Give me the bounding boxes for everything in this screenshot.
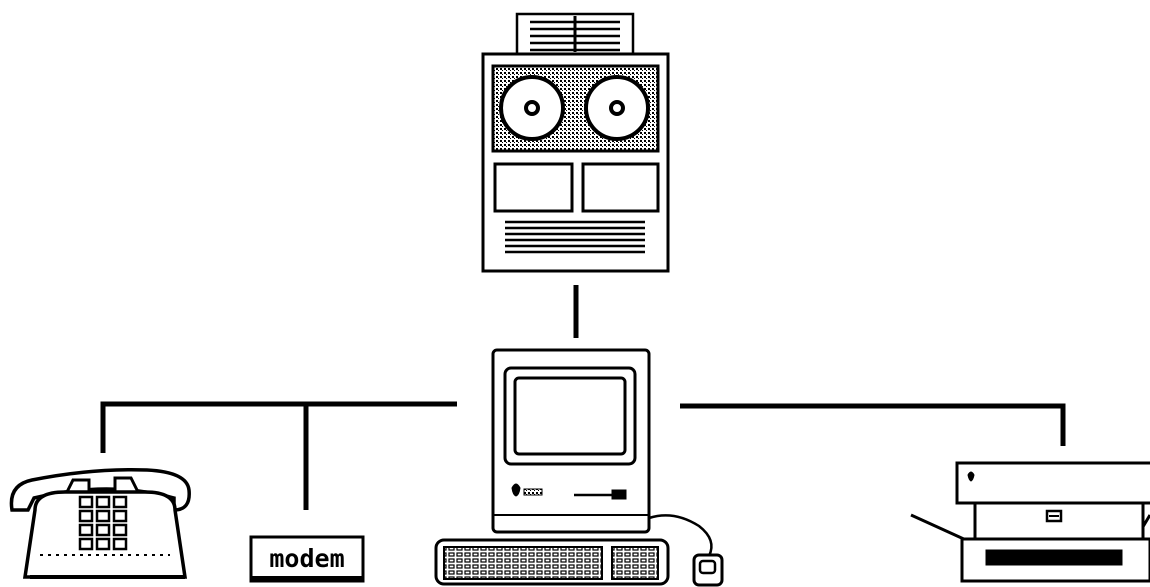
computer-to-telephone-line	[103, 404, 457, 453]
tape-drive-icon	[483, 14, 668, 271]
keyboard-icon	[436, 540, 668, 584]
computer-to-printer-line	[680, 406, 1063, 446]
modem-label: modem	[269, 544, 344, 573]
modem-icon: modem	[251, 537, 363, 581]
printer-icon	[911, 463, 1150, 581]
telephone-icon	[11, 470, 189, 577]
computer-icon	[493, 350, 649, 532]
